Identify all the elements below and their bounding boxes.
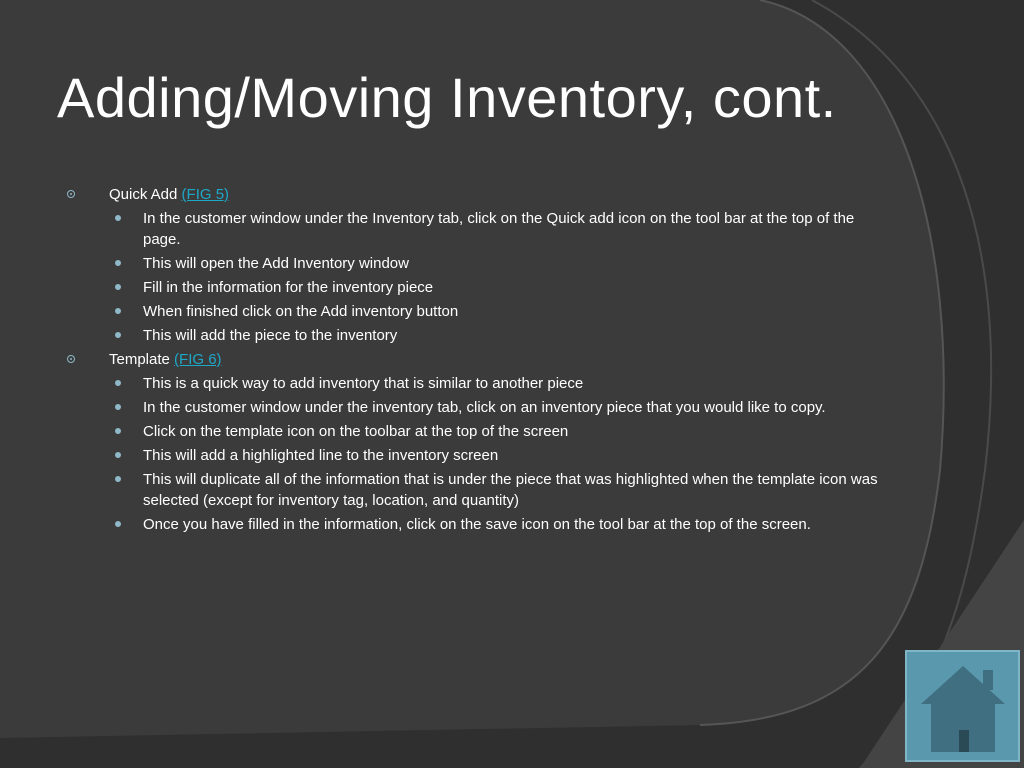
list-item: Click on the template icon on the toolba… — [64, 421, 894, 442]
list-item-text: This will add a highlighted line to the … — [143, 447, 499, 464]
dot-bullet-icon — [115, 452, 121, 458]
dot-bullet-icon — [115, 215, 121, 221]
list-item-text: This is a quick way to add inventory tha… — [143, 375, 584, 392]
list-item: In the customer window under the invento… — [64, 397, 894, 418]
list-item-text: When finished click on the Add inventory… — [143, 303, 459, 320]
dot-bullet-icon — [115, 308, 121, 314]
dot-bullet-icon — [115, 404, 121, 410]
circle-bullet-icon — [67, 355, 75, 363]
list-item: This will add a highlighted line to the … — [64, 445, 894, 466]
circle-bullet-icon — [67, 190, 75, 198]
fig-6-link[interactable]: (FIG 6) — [174, 351, 222, 368]
list-item-text: In the customer window under the Invento… — [143, 210, 855, 248]
list-item-text: This will add the piece to the inventory — [143, 327, 398, 344]
bullet-label: Quick Add — [109, 186, 182, 203]
bullet-quick-add: Quick Add (FIG 5) — [64, 184, 894, 205]
list-item: Once you have filled in the information,… — [64, 514, 894, 535]
dot-bullet-icon — [115, 521, 121, 527]
bullet-template: Template (FIG 6) — [64, 349, 894, 370]
bullet-label: Template — [109, 351, 175, 368]
dot-bullet-icon — [115, 332, 121, 338]
list-item-text: Fill in the information for the inventor… — [143, 279, 434, 296]
list-item-text: Click on the template icon on the toolba… — [143, 423, 569, 440]
list-item: In the customer window under the Invento… — [64, 208, 894, 250]
list-item-text: This will open the Add Inventory window — [143, 255, 409, 272]
list-item: When finished click on the Add inventory… — [64, 301, 894, 322]
dot-bullet-icon — [115, 476, 121, 482]
slide-title: Adding/Moving Inventory, cont. — [57, 66, 837, 129]
list-item-text: This will duplicate all of the informati… — [143, 471, 878, 509]
list-item-text: Once you have filled in the information,… — [143, 516, 811, 533]
dot-bullet-icon — [115, 284, 121, 290]
home-icon — [921, 666, 1005, 752]
list-item: This will add the piece to the inventory — [64, 325, 894, 346]
dot-bullet-icon — [115, 260, 121, 266]
home-button[interactable] — [905, 650, 1020, 762]
dot-bullet-icon — [115, 380, 121, 386]
list-item: This is a quick way to add inventory tha… — [64, 373, 894, 394]
fig-5-link[interactable]: (FIG 5) — [181, 186, 230, 203]
list-item: This will open the Add Inventory window — [64, 253, 894, 274]
slide-content: Quick Add (FIG 5) In the customer window… — [64, 184, 894, 538]
list-item: This will duplicate all of the informati… — [64, 469, 894, 511]
list-item-text: In the customer window under the invento… — [143, 399, 826, 416]
list-item: Fill in the information for the inventor… — [64, 277, 894, 298]
dot-bullet-icon — [115, 428, 121, 434]
